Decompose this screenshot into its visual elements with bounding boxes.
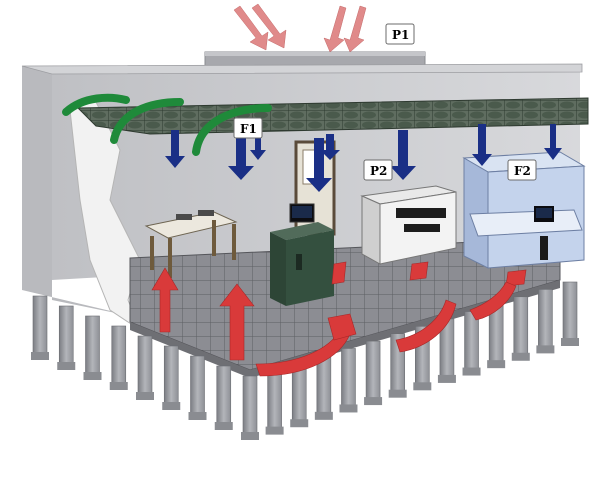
pedestal: [32, 295, 48, 357]
label-f2: F2: [507, 159, 537, 181]
roof-filter-block: [204, 51, 426, 69]
pedestal-base: [487, 360, 506, 369]
svg-text:P2: P2: [370, 164, 387, 178]
pedestal: [316, 355, 332, 417]
return-air-arrows: [151, 261, 527, 377]
pedestal: [111, 325, 127, 387]
pedestal-base: [136, 392, 154, 400]
pedestal-base: [339, 404, 358, 413]
pedestal: [341, 348, 356, 409]
svg-text:F1: F1: [240, 122, 257, 136]
pedestal: [137, 335, 153, 397]
svg-text:P1: P1: [392, 28, 409, 42]
pedestal-base: [314, 411, 333, 420]
pedestal-base: [31, 352, 49, 360]
lab-bench: [144, 210, 238, 278]
pedestal: [538, 289, 553, 350]
pedestal-base: [214, 422, 233, 430]
pedestal-base: [57, 362, 76, 370]
pedestal-base: [188, 412, 207, 420]
pedestal-base: [162, 402, 181, 410]
pedestal-base: [83, 372, 102, 380]
side-plenum-cutaway: [69, 99, 142, 332]
pedestal-base: [364, 397, 383, 406]
pedestal: [562, 281, 578, 343]
pedestal-base: [265, 426, 284, 435]
pedestal: [163, 345, 179, 407]
pedestal-base: [437, 374, 456, 383]
label-p2: P2: [363, 159, 393, 181]
pedestal-base: [241, 432, 259, 440]
supply-air-arrows: [165, 124, 562, 192]
pedestal: [464, 311, 479, 372]
process-cabinet: [270, 203, 334, 306]
pedestal-base: [290, 419, 309, 428]
external-air-arrows: [233, 3, 367, 53]
pedestal-base: [511, 352, 530, 361]
svg-text:F2: F2: [514, 164, 531, 178]
pedestal: [513, 296, 529, 358]
pedestal: [190, 355, 205, 417]
label-f1: F1: [233, 117, 263, 139]
pedestal: [242, 375, 258, 437]
label-p1: P1: [385, 23, 415, 45]
pedestal-base: [413, 382, 432, 391]
process-tool-p2: [360, 185, 457, 265]
pedestal-base: [462, 367, 481, 376]
clean-bench-f2: [462, 151, 586, 269]
pedestal-base: [561, 338, 579, 346]
pedestal: [267, 370, 282, 431]
pedestal: [85, 315, 100, 377]
pedestal-base: [536, 345, 555, 354]
pedestal: [365, 340, 381, 402]
pedestal: [216, 365, 232, 427]
pedestal-base: [388, 389, 407, 398]
diffuser-curves: [62, 93, 272, 156]
pedestal: [58, 305, 74, 367]
pedestal-base: [109, 382, 128, 390]
